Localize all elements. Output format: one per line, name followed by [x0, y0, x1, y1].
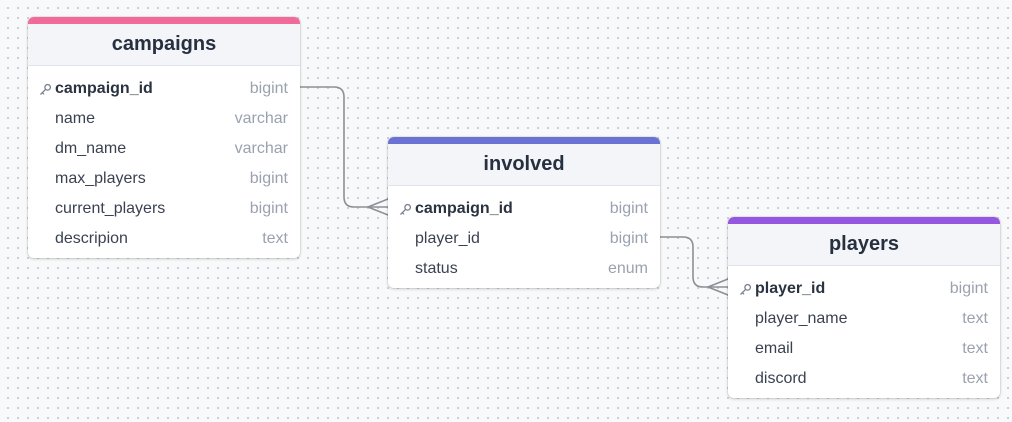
column-name: discord	[755, 370, 807, 387]
column-row-dm-name[interactable]: dm_name varchar	[28, 134, 300, 164]
table-campaigns-columns: campaign_id bigint name varchar dm_name …	[28, 66, 300, 258]
column-row-player-id[interactable]: player_id bigint	[388, 224, 660, 254]
column-row-descripion[interactable]: descripion text	[28, 224, 300, 254]
column-type: bigint	[609, 200, 648, 217]
column-type: bigint	[949, 280, 988, 297]
table-involved-title[interactable]: involved	[388, 144, 660, 186]
column-name: player_id	[755, 280, 826, 297]
column-row-status[interactable]: status enum	[388, 254, 660, 284]
column-row-player-name[interactable]: player_name text	[728, 304, 1000, 334]
column-name: status	[415, 260, 458, 277]
column-row-name[interactable]: name varchar	[28, 104, 300, 134]
column-name: campaign_id	[55, 80, 153, 97]
crowfoot-players-player-id	[707, 278, 729, 296]
column-type: varchar	[234, 140, 288, 157]
column-type: text	[262, 230, 288, 247]
column-type: enum	[607, 260, 648, 277]
edge-involved-players[interactable]	[659, 236, 729, 288]
crowfoot-involved-campaign-id	[367, 198, 389, 216]
column-name: name	[55, 110, 96, 127]
column-type: text	[962, 340, 988, 357]
key-icon	[40, 83, 52, 95]
column-name: current_players	[55, 200, 166, 217]
column-type: bigint	[249, 170, 288, 187]
table-involved[interactable]: involved campaign_id bigint player_id bi…	[388, 137, 660, 288]
column-type: text	[962, 310, 988, 327]
column-row-current-players[interactable]: current_players bigint	[28, 194, 300, 224]
column-name: player_name	[755, 310, 848, 327]
column-name: player_id	[415, 230, 480, 247]
edge-campaigns-involved[interactable]	[299, 86, 389, 208]
column-name: max_players	[55, 170, 146, 187]
column-type: bigint	[249, 200, 288, 217]
table-players-title[interactable]: players	[728, 224, 1000, 266]
key-icon	[400, 203, 412, 215]
column-name: email	[755, 340, 794, 357]
column-name: dm_name	[55, 140, 127, 157]
column-row-campaign-id[interactable]: campaign_id bigint	[28, 74, 300, 104]
table-players-columns: player_id bigint player_name text email …	[728, 266, 1000, 398]
table-campaigns[interactable]: campaigns campaign_id bigint name varcha…	[28, 17, 300, 258]
table-involved-columns: campaign_id bigint player_id bigint stat…	[388, 186, 660, 288]
column-type: varchar	[234, 110, 288, 127]
column-row-max-players[interactable]: max_players bigint	[28, 164, 300, 194]
table-players[interactable]: players player_id bigint player_name tex…	[728, 217, 1000, 398]
column-name: campaign_id	[415, 200, 513, 217]
column-type: bigint	[609, 230, 648, 247]
key-icon	[740, 283, 752, 295]
table-players-accent-bar	[728, 217, 1000, 224]
table-involved-accent-bar	[388, 137, 660, 144]
table-campaigns-title[interactable]: campaigns	[28, 24, 300, 66]
column-row-email[interactable]: email text	[728, 334, 1000, 364]
column-row-player-id[interactable]: player_id bigint	[728, 274, 1000, 304]
column-name: descripion	[55, 230, 128, 247]
table-campaigns-accent-bar	[28, 17, 300, 24]
column-type: bigint	[249, 80, 288, 97]
column-row-campaign-id[interactable]: campaign_id bigint	[388, 194, 660, 224]
column-type: text	[962, 370, 988, 387]
column-row-discord[interactable]: discord text	[728, 364, 1000, 394]
